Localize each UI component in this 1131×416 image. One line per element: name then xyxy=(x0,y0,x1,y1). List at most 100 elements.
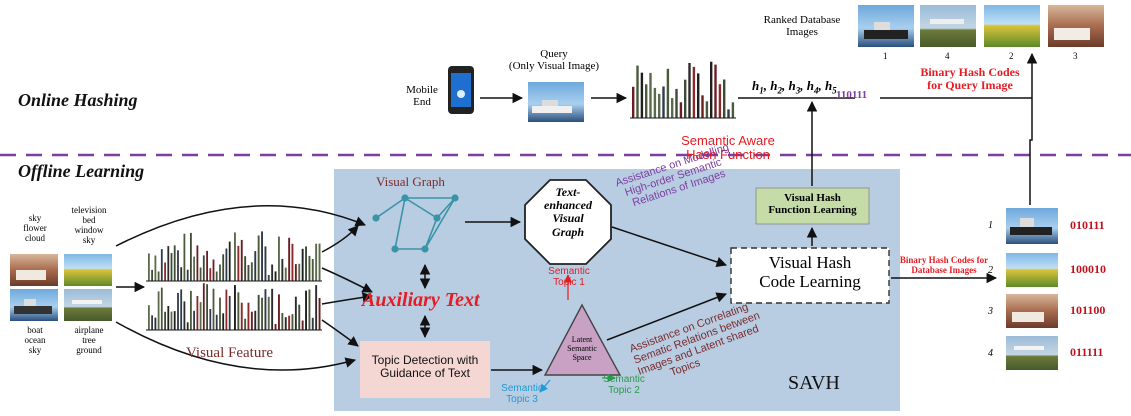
histogram-bar xyxy=(261,231,263,281)
histogram-bar xyxy=(305,290,307,330)
histogram-bar xyxy=(288,315,291,330)
topic-detection-line-1: Topic Detection with xyxy=(371,353,479,367)
hash-fn-line-1: Visual Hash xyxy=(784,192,841,204)
arrow-topic-3 xyxy=(539,379,551,393)
query-label: Query (Only Visual Image) xyxy=(496,48,612,72)
tag: bed xyxy=(82,214,96,225)
histogram-bar xyxy=(692,66,696,118)
histogram-bar xyxy=(186,322,189,330)
histogram-bar xyxy=(264,289,267,330)
histogram-bar xyxy=(271,288,274,330)
db-image-1 xyxy=(1006,208,1058,244)
mobile-end-line-2: End xyxy=(413,96,431,109)
histogram-bar xyxy=(225,289,228,330)
histogram-bar xyxy=(731,102,735,118)
histogram-bar xyxy=(684,79,687,118)
histogram-bar xyxy=(308,255,311,281)
histogram-bar xyxy=(240,239,243,281)
histogram-bar xyxy=(222,313,225,330)
histogram-bar xyxy=(212,259,215,281)
histogram-bar xyxy=(679,102,683,118)
histogram-bar xyxy=(170,253,173,281)
hash-var-list: h1, h2, h3, h4, h5 xyxy=(752,78,837,96)
histogram-bar xyxy=(727,109,730,118)
semantic-aware-hash-label: Semantic Aware Hash Function xyxy=(664,133,792,163)
histogram-bar xyxy=(250,262,253,281)
histogram-bar xyxy=(199,267,202,281)
topic-3-line-1: Semantic xyxy=(501,383,543,394)
histogram-bar xyxy=(228,296,231,330)
histogram-bar xyxy=(148,253,150,281)
topic-detection-label: Topic Detection with Guidance of Text xyxy=(360,353,490,381)
histogram-bar xyxy=(173,245,176,281)
query-image xyxy=(528,82,584,122)
curve-images-to-graph xyxy=(115,205,366,247)
histogram-bar xyxy=(167,246,170,281)
topic-detection-box xyxy=(360,341,490,398)
histogram-bar xyxy=(301,248,304,281)
histogram-bar xyxy=(649,72,652,118)
histogram-bar xyxy=(206,284,208,330)
ranked-image-2 xyxy=(920,5,976,47)
ranked-rank-1: 1 xyxy=(883,51,888,61)
visual-graph-label: Visual Graph xyxy=(376,174,445,189)
tag: ocean xyxy=(24,334,46,345)
tag: sky xyxy=(28,213,42,223)
ranked-image-1 xyxy=(858,5,914,47)
visual-graph-network xyxy=(372,194,459,253)
histogram-bar xyxy=(291,314,294,330)
ranked-rank-4: 3 xyxy=(1073,51,1078,61)
histogram-bar xyxy=(298,263,301,281)
hash-var: h3, xyxy=(788,78,807,96)
histogram-bar xyxy=(209,309,212,330)
hash-code-line-1: Visual Hash xyxy=(768,253,852,272)
online-hashing-label: Online Hashing xyxy=(18,90,138,110)
histogram-bar xyxy=(247,265,250,281)
histogram-bar xyxy=(278,294,280,330)
mobile-end-label: Mobile End xyxy=(402,84,442,108)
histogram-bar xyxy=(247,302,250,330)
latent-space-label: Latent Semantic Space xyxy=(560,335,604,362)
hash-fn-line-2: Function Learning xyxy=(768,204,857,217)
octagon-line-1: Text- xyxy=(555,185,581,199)
histogram-bar xyxy=(206,250,208,281)
tags-image-3: boat ocean sky xyxy=(12,325,58,356)
histogram-bar xyxy=(244,256,247,281)
feature-histogram-1 xyxy=(146,232,232,282)
histogram-bar xyxy=(632,86,635,118)
mobile-end-line-1: Mobile xyxy=(406,84,438,96)
histogram-bar xyxy=(151,269,153,281)
histogram-bar xyxy=(160,249,163,281)
ranked-rank-2: 4 xyxy=(945,51,950,61)
histogram-bar xyxy=(219,264,221,281)
histogram-bar xyxy=(250,311,253,330)
tag: sky xyxy=(28,344,42,355)
histogram-bar xyxy=(267,275,270,281)
histogram-bar xyxy=(215,271,218,281)
histogram-bar xyxy=(177,250,179,281)
histogram-bar xyxy=(301,320,304,330)
latent-space-triangle xyxy=(543,303,622,376)
histogram-bar xyxy=(714,64,717,118)
histogram-bar xyxy=(688,63,691,118)
semantic-aware-line-2: Hash Function xyxy=(686,147,770,163)
histogram-bar xyxy=(701,95,704,118)
histogram-bar xyxy=(264,246,267,281)
ranked-image-4 xyxy=(1048,5,1104,47)
histogram-bar xyxy=(298,304,301,330)
tag: boat xyxy=(27,325,43,335)
histogram-bar xyxy=(662,86,665,118)
tag: flower xyxy=(23,222,47,233)
hash-var: h4, xyxy=(806,78,825,96)
histogram-bar xyxy=(257,294,260,330)
octagon-line-2: enhanced xyxy=(544,198,592,213)
topic-1-line-1: Semantic xyxy=(548,266,590,277)
tag: cloud xyxy=(25,232,45,243)
histogram-bar xyxy=(281,258,284,281)
histogram-bar xyxy=(315,285,318,330)
topic-detection-line-2: Guidance of Text xyxy=(380,366,470,381)
query-line-2: (Only Visual Image) xyxy=(508,60,600,73)
ranked-db-title: Ranked Database Images xyxy=(752,14,852,38)
db-codes-label: Binary Hash Codes for Database Images xyxy=(886,255,1002,276)
